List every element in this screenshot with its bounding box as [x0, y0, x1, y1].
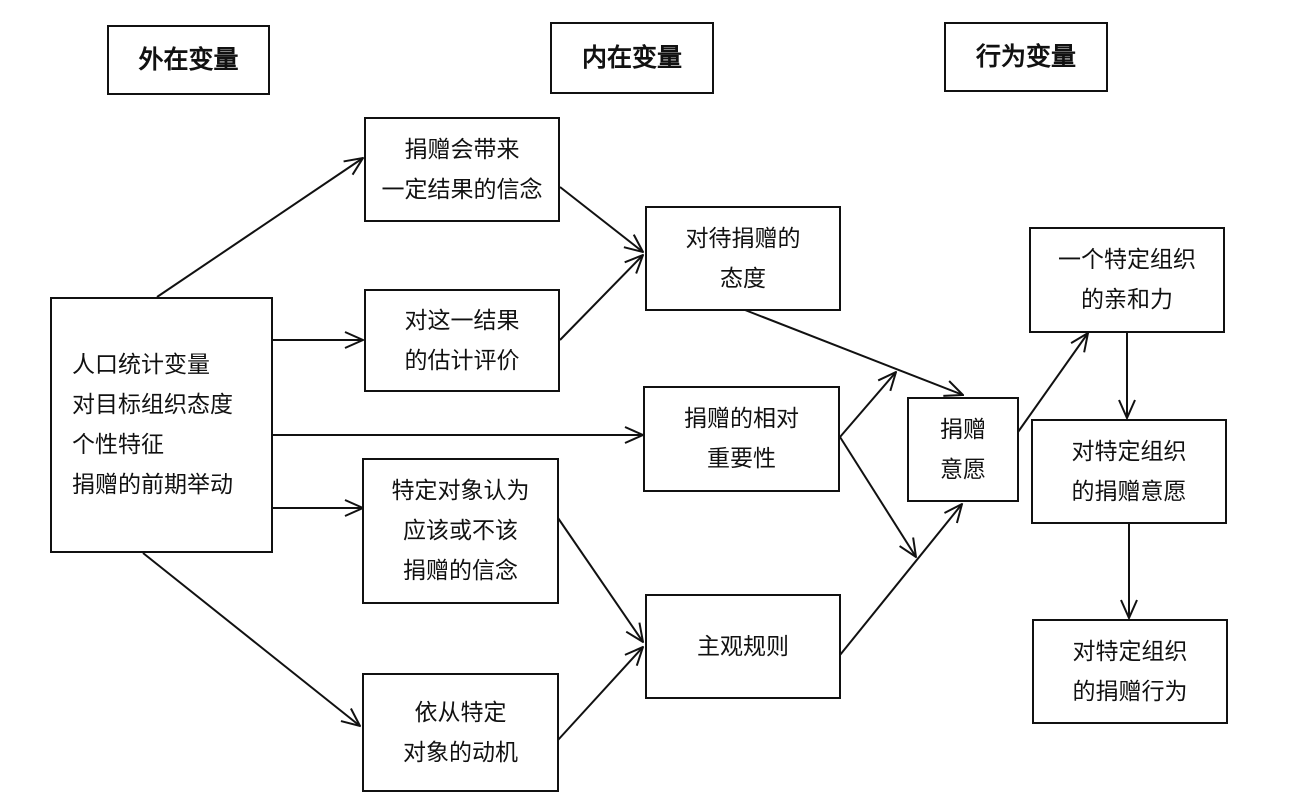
node-affinity: 一个特定组织 的亲和力: [1029, 227, 1225, 333]
node-belief-results-line-2: 一定结果的信念: [381, 176, 543, 203]
arrow-motivation-to-norm: [557, 647, 643, 741]
node-evaluation-line-2: 的估计评价: [404, 347, 520, 374]
node-evaluation-line-1: 对这一结果: [404, 307, 520, 334]
arrow-belief-to-attitude: [559, 186, 643, 252]
header-behavior-variables: 行为变量: [944, 22, 1108, 92]
arrow-demographics-to-motivation: [142, 552, 360, 726]
node-affinity-line-2: 的亲和力: [1081, 287, 1173, 313]
arrow-normative-to-norm: [557, 517, 643, 642]
node-evaluation: 对这一结果 的估计评价: [364, 289, 560, 392]
node-org-intention-line-1: 对特定组织: [1071, 438, 1187, 465]
header-external-variables: 外在变量: [107, 25, 270, 95]
node-motivation-line-2: 对象的动机: [403, 739, 518, 766]
node-importance-line-1: 捐赠的相对: [684, 406, 799, 432]
node-belief-results: 捐赠会带来 一定结果的信念: [364, 117, 560, 222]
node-attitude-line-2: 态度: [720, 265, 766, 292]
node-subjective-norm: 主观规则: [645, 594, 841, 699]
node-affinity-line-1: 一个特定组织: [1058, 247, 1196, 273]
node-demographics: 人口统计变量 对目标组织态度 个性特征 捐赠的前期举动: [50, 297, 273, 553]
node-normative-belief: 特定对象认为 应该或不该 捐赠的信念: [362, 458, 559, 604]
node-subjective-norm-line-1: 主观规则: [697, 633, 789, 660]
arrow-attitude-to-intention: [744, 309, 963, 395]
arrow-intention-to-affinity: [1017, 333, 1088, 433]
node-belief-results-line-1: 捐赠会带来: [404, 136, 520, 163]
header-internal-label: 内在变量: [581, 43, 682, 72]
node-org-intention-line-2: 的捐赠意愿: [1071, 478, 1187, 505]
node-org-behavior-line-2: 的捐赠行为: [1072, 678, 1188, 705]
node-demographics-line-4: 捐赠的前期举动: [72, 472, 233, 498]
arrow-evaluation-to-attitude: [559, 255, 643, 341]
header-behavior-label: 行为变量: [975, 42, 1076, 71]
arrow-importance-to-intention-down: [839, 436, 916, 557]
node-motivation: 依从特定 对象的动机: [362, 673, 559, 792]
node-demographics-line-1: 人口统计变量: [72, 352, 210, 378]
node-importance: 捐赠的相对 重要性: [643, 386, 840, 492]
node-attitude-line-1: 对待捐赠的: [685, 225, 801, 252]
node-org-behavior: 对特定组织 的捐赠行为: [1032, 619, 1228, 724]
node-normative-belief-line-3: 捐赠的信念: [403, 558, 518, 584]
header-external-label: 外在变量: [138, 45, 239, 74]
arrow-demographics-to-belief: [156, 158, 363, 298]
node-attitude: 对待捐赠的 态度: [645, 206, 841, 311]
node-importance-line-2: 重要性: [707, 446, 776, 472]
arrow-importance-to-intention-up: [839, 372, 896, 438]
node-normative-belief-line-2: 应该或不该: [403, 518, 518, 544]
node-intention-line-2: 意愿: [940, 456, 986, 483]
node-intention: 捐赠 意愿: [907, 397, 1019, 502]
arrow-norm-to-intention: [839, 504, 962, 656]
header-internal-variables: 内在变量: [550, 22, 714, 94]
node-demographics-line-2: 对目标组织态度: [72, 392, 233, 418]
node-demographics-line-3: 个性特征: [72, 432, 164, 458]
node-normative-belief-line-1: 特定对象认为: [391, 478, 530, 504]
node-intention-line-1: 捐赠: [940, 416, 986, 443]
node-motivation-line-1: 依从特定: [414, 699, 507, 726]
node-org-intention: 对特定组织 的捐赠意愿: [1031, 419, 1227, 524]
node-org-behavior-line-1: 对特定组织: [1072, 638, 1188, 665]
